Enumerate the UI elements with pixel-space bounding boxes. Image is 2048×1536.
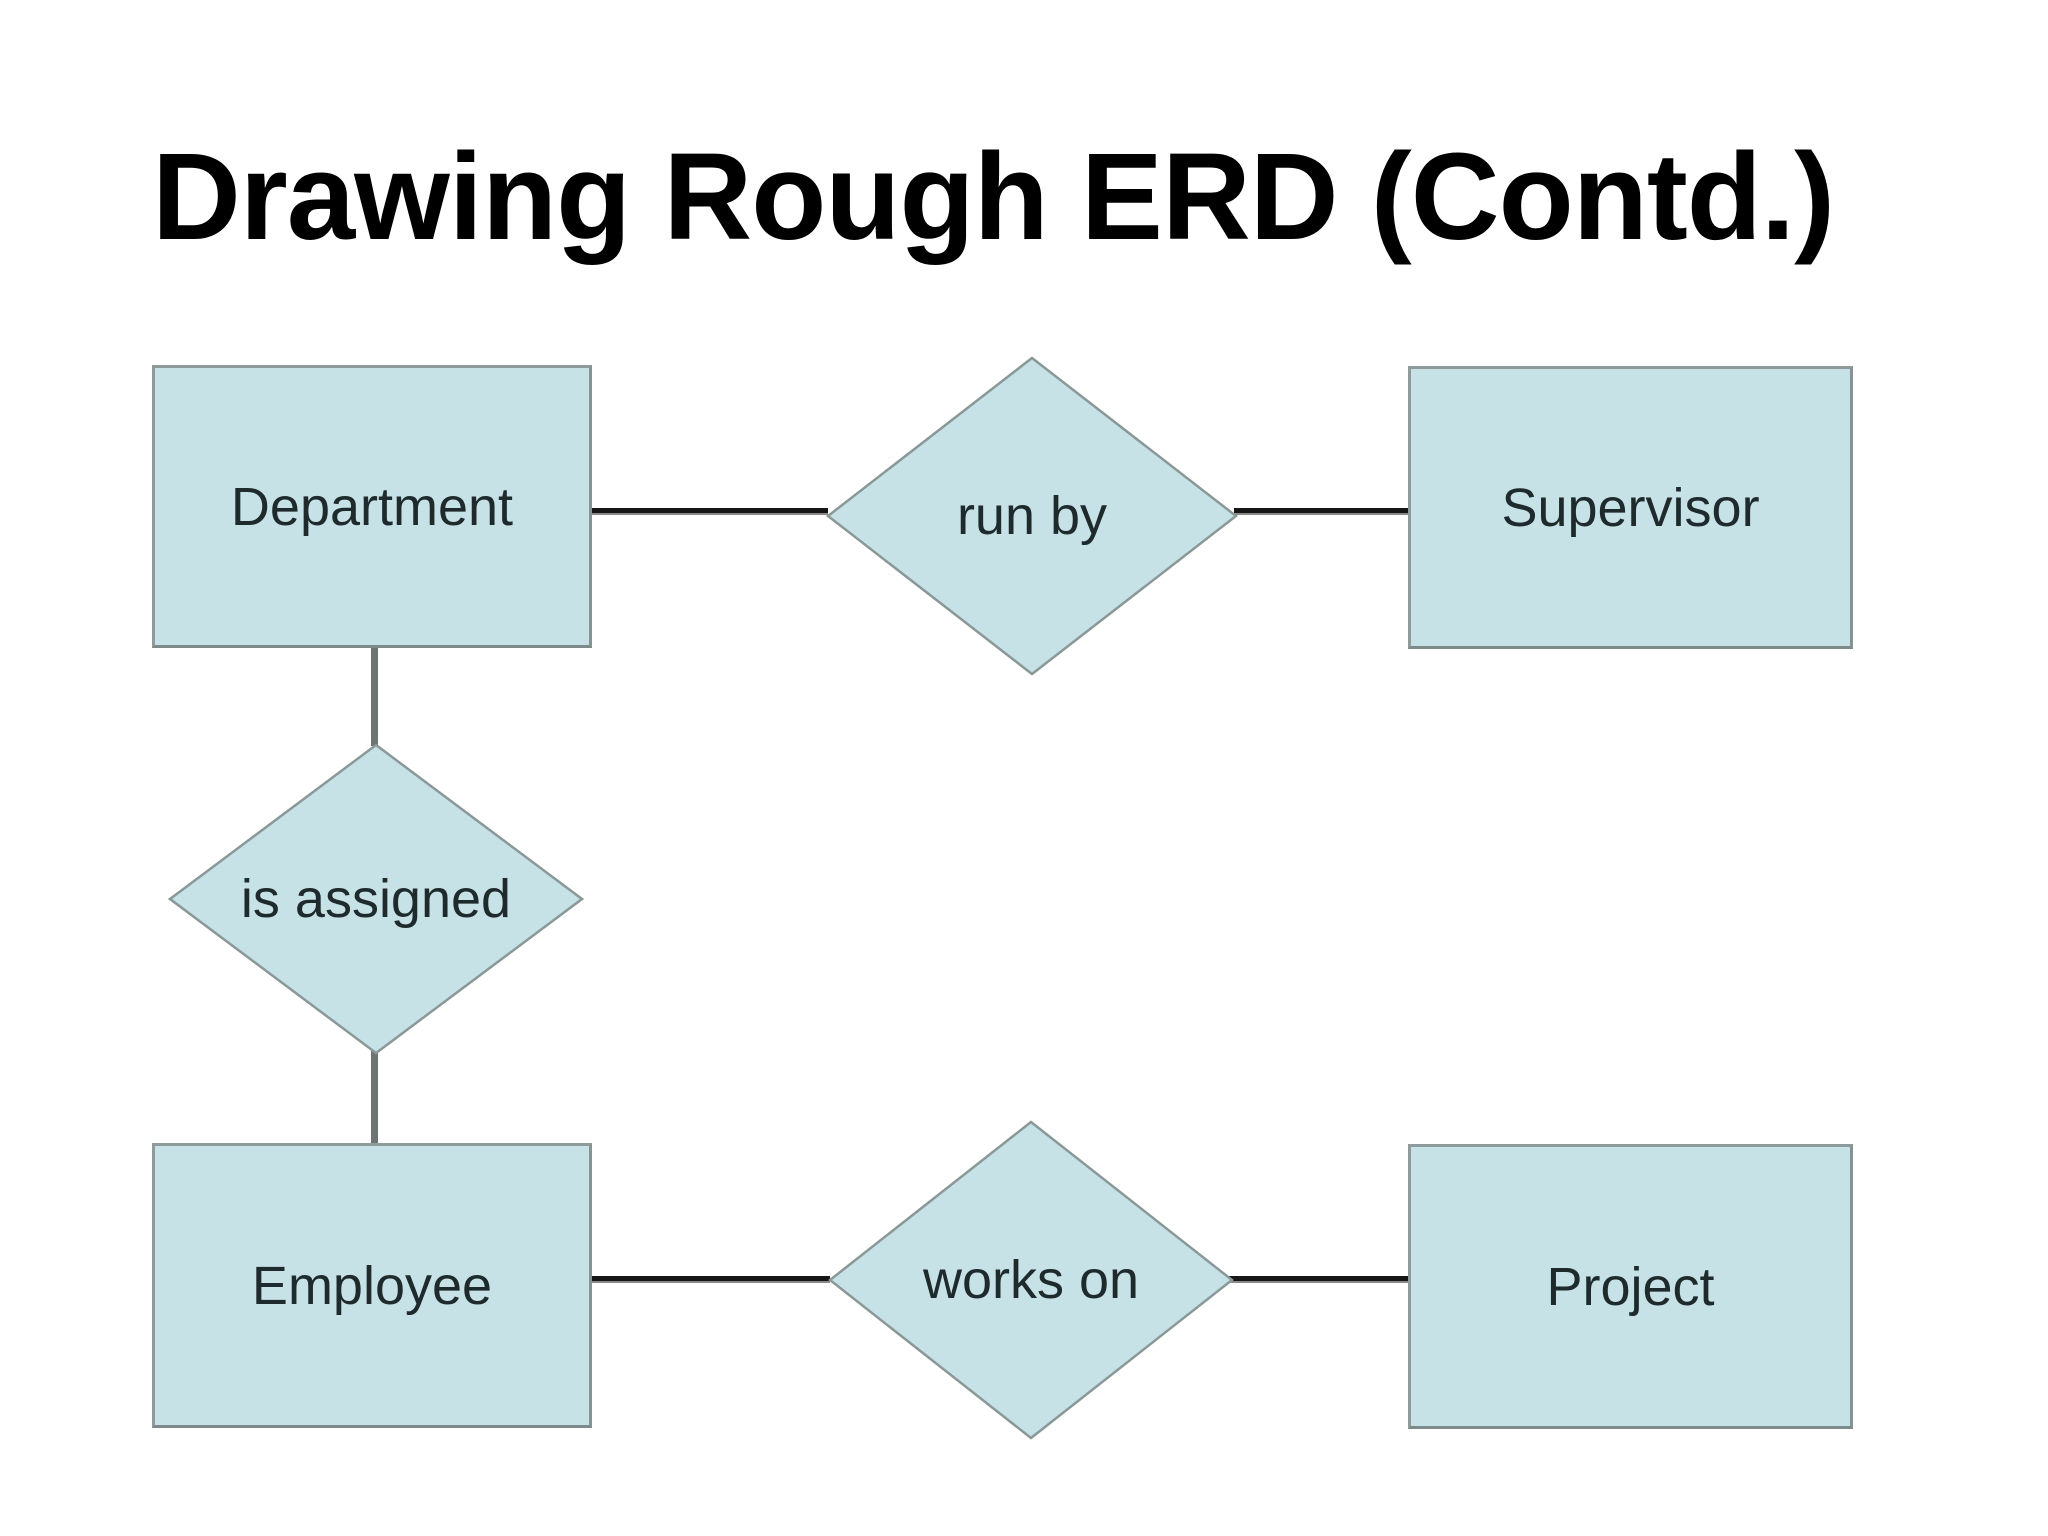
- entity-project-label: Project: [1546, 1256, 1715, 1317]
- relationship-is-assigned-label: is assigned: [240, 869, 512, 929]
- connector-workson-project: [1229, 1276, 1410, 1283]
- relationship-is-assigned-label-wrap: is assigned: [168, 743, 584, 1055]
- connector-employee-workson: [592, 1276, 830, 1283]
- entity-supervisor-label: Supervisor: [1501, 477, 1760, 538]
- connector-runby-supervisor: [1234, 508, 1410, 515]
- entity-employee: Employee: [152, 1143, 592, 1428]
- connector-isassigned-employee: [371, 1051, 378, 1147]
- diamond-shape-works-on: [828, 1120, 1234, 1440]
- relationship-run-by: run by: [826, 356, 1238, 676]
- relationship-works-on-label: works on: [922, 1250, 1140, 1310]
- entity-department-label: Department: [230, 476, 514, 537]
- relationship-works-on-label-wrap: works on: [828, 1120, 1234, 1440]
- relationship-run-by-label-wrap: run by: [826, 356, 1238, 676]
- diamond-shape-run-by: [826, 356, 1238, 676]
- entity-department: Department: [152, 365, 592, 648]
- relationship-works-on: works on: [828, 1120, 1234, 1440]
- relationship-run-by-label: run by: [956, 486, 1108, 546]
- relationship-is-assigned: is assigned: [168, 743, 584, 1055]
- entity-employee-label: Employee: [251, 1255, 493, 1316]
- entity-project: Project: [1408, 1144, 1853, 1429]
- connector-department-isassigned: [371, 646, 378, 746]
- connector-department-runby: [592, 508, 828, 515]
- diamond-shape-is-assigned: [168, 743, 584, 1055]
- slide-title: Drawing Rough ERD (Contd.): [152, 129, 1835, 266]
- entity-supervisor: Supervisor: [1408, 366, 1853, 649]
